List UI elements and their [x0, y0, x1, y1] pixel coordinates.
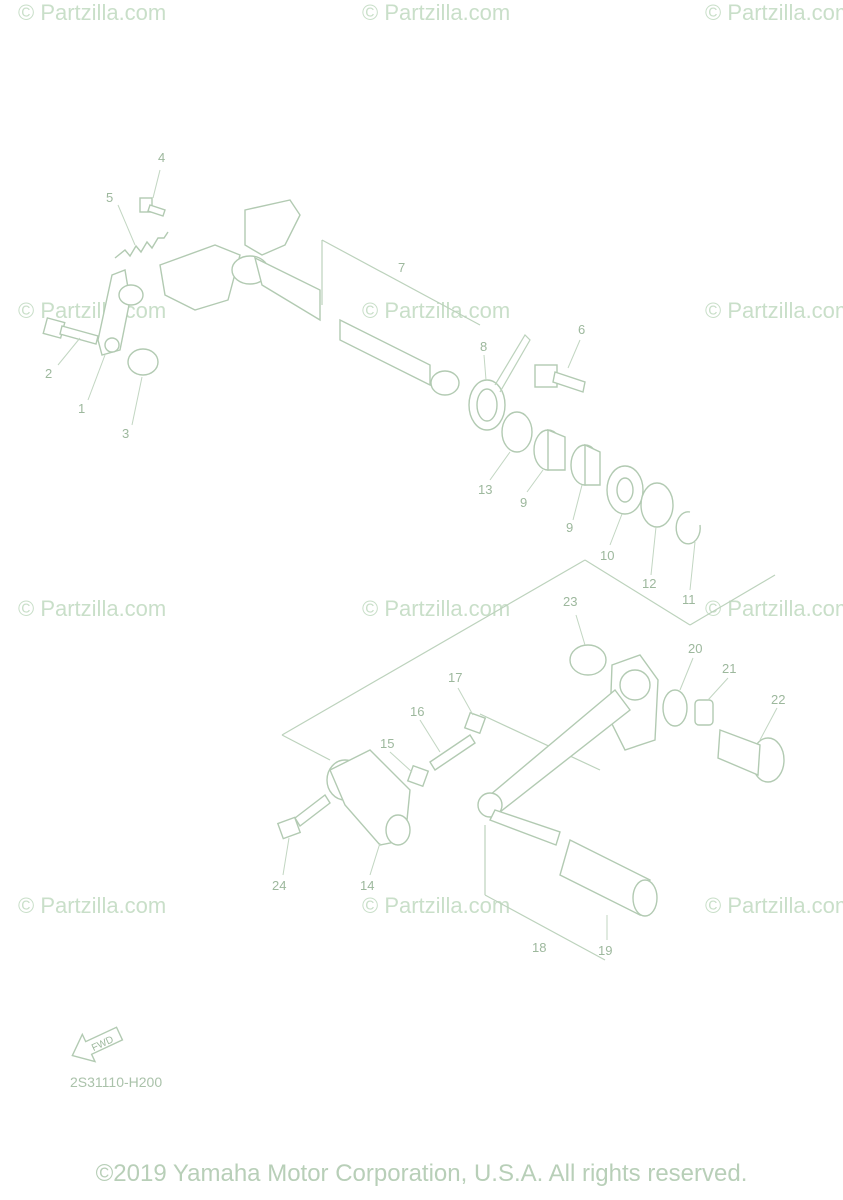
- watermark: © Partzilla.com: [362, 893, 511, 918]
- callout-8: 8: [480, 339, 487, 354]
- washer-20: [662, 689, 688, 727]
- circlip-11: [675, 511, 701, 545]
- washer-13: [501, 411, 533, 453]
- callout-13: 13: [478, 482, 492, 497]
- callout-23: 23: [563, 594, 577, 609]
- watermark: © Partzilla.com: [18, 0, 167, 25]
- washer-23: [569, 644, 607, 676]
- callout-16: 16: [410, 704, 424, 719]
- rod-16: [429, 734, 476, 771]
- watermark: © Partzilla.com: [705, 596, 843, 621]
- bolt-22: [717, 729, 785, 783]
- shift-shaft: [159, 199, 481, 396]
- callout-19: 19: [598, 943, 612, 958]
- shift-stopper-lever: [97, 269, 144, 356]
- callout-11: 11: [682, 592, 696, 607]
- callout-10: 10: [600, 548, 614, 563]
- watermark: © Partzilla.com: [362, 298, 511, 323]
- callout-5: 5: [106, 190, 113, 205]
- watermark: © Partzilla.com: [705, 298, 843, 323]
- callout-15: 15: [380, 736, 394, 751]
- callout-4: 4: [158, 150, 165, 165]
- torsion-spring-8: [468, 334, 531, 431]
- bolt-4: [139, 197, 166, 217]
- callout-7: 7: [398, 260, 405, 275]
- callout-18: 18: [532, 940, 546, 955]
- clip-21: [694, 699, 714, 726]
- pedal-rubber-19: [559, 838, 658, 917]
- watermark: © Partzilla.com: [362, 0, 511, 25]
- callout-17: 17: [448, 670, 462, 685]
- washer-12: [640, 482, 674, 528]
- callout-9b: 9: [566, 520, 573, 535]
- callout-6: 6: [578, 322, 585, 337]
- nut-17: [463, 711, 487, 735]
- shift-pedal-18: [477, 654, 659, 846]
- washer-3: [127, 348, 159, 376]
- reference-box: [281, 559, 776, 771]
- callout-2: 2: [45, 366, 52, 381]
- spring-5: [114, 231, 169, 259]
- copyright-notice: ©2019 Yamaha Motor Corporation, U.S.A. A…: [95, 1160, 748, 1187]
- callout-22: 22: [771, 692, 785, 707]
- watermark: © Partzilla.com: [18, 298, 167, 323]
- watermark: © Partzilla.com: [705, 893, 843, 918]
- callout-1: 1: [78, 401, 85, 416]
- bolt-6: [534, 364, 586, 393]
- callout-9a: 9: [520, 495, 527, 510]
- watermark: © Partzilla.com: [705, 0, 843, 25]
- bolt-2: [42, 317, 99, 345]
- bolt-24: [276, 793, 331, 840]
- nut-15: [406, 764, 430, 788]
- callout-24: 24: [272, 878, 286, 893]
- shift-arm-14: [326, 749, 411, 846]
- oil-seal-10: [606, 465, 644, 515]
- bearing-9b: [570, 443, 601, 486]
- callout-14: 14: [360, 878, 374, 893]
- watermark: © Partzilla.com: [18, 596, 167, 621]
- callout-21: 21: [722, 661, 736, 676]
- bearing-9a: [533, 428, 566, 471]
- callout-20: 20: [688, 641, 702, 656]
- watermark: © Partzilla.com: [18, 893, 167, 918]
- fwd-arrow-icon: FWD: [71, 1026, 124, 1063]
- callout-12: 12: [642, 576, 656, 591]
- callout-3: 3: [122, 426, 129, 441]
- drawing-code: 2S31110-H200: [70, 1074, 163, 1090]
